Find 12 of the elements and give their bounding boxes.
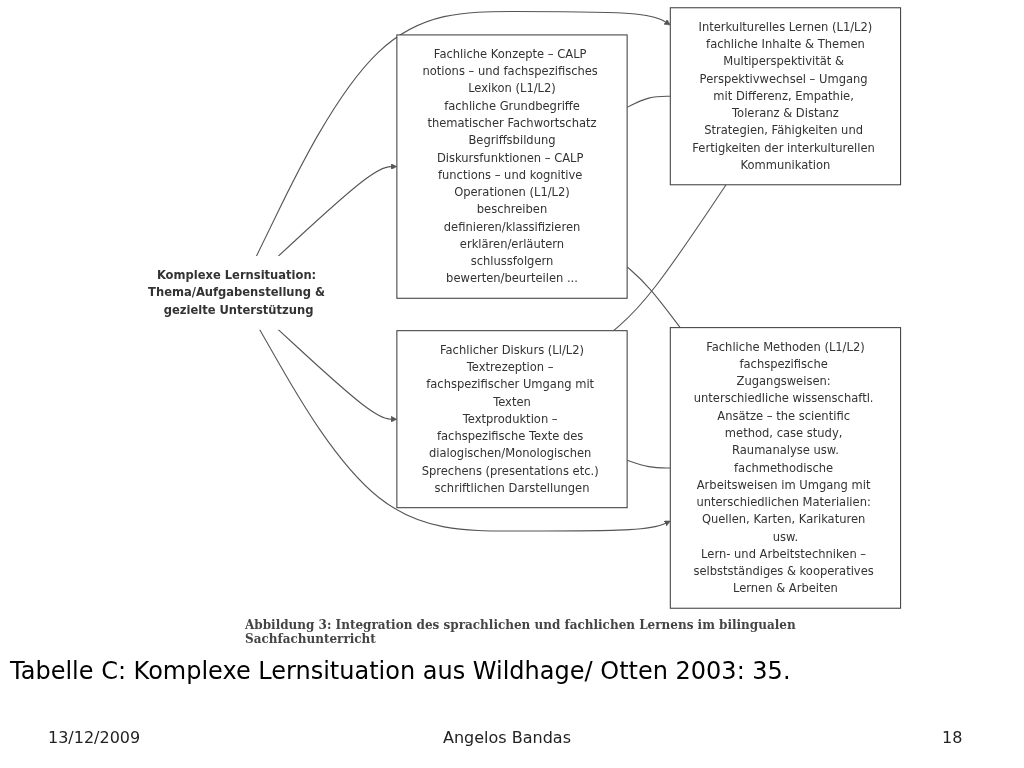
node-box: Fachlicher Diskurs (Ll/L2) Textrezeption – fachspezifischer Umgang mit Texten Textproduktion – fachspezifische Texte des dialogischen/Monologischen Sprechens (presentations etc.) schriftlichen Darstellungen [396, 330, 628, 509]
figure-caption: Abbildung 3: Integration des sprachlichen und fachlichen Lernens im bilingualen Sachfachunterricht [245, 618, 797, 646]
node-box: Fachliche Methoden (L1/L2) fachspezifische Zugangsweisen: unterschiedliche wissenschaftl. Ansätze – the scientific method, case study, Raumanalyse usw. fachmethodische Arbeitsweisen im Umgang mit unterschiedlichen Materialien: Quellen, Karten, Karikaturen usw. Lern- und Arbeitstechniken – selbstständiges & kooperatives Lernen & Arbeiten [669, 327, 902, 609]
date-label: 13/12/2009 [48, 728, 141, 747]
arrow [255, 11, 671, 257]
author-label: Angelos Bandas [443, 728, 571, 747]
node-box: Interkulturelles Lernen (L1/L2) fachliche Inhalte & Themen Multiperspektivität & Perspektivwechsel – Umgang mit Differenz, Empathie, Toleranz & Distanz Strategien, Fähigkeiten und Fertigkeiten der interkulturellen Kommunikation [669, 7, 902, 186]
node-box: Fachliche Konzepte – CALP notions – und fachspezifisches Lexikon (L1/L2) fachliche Grundbegriffe thematischer Fachwortschatz Begriffsbildung Diskursfunktionen – CALP functions – und kognitive Operationen (L1/L2) beschreiben definieren/klassifizieren erklären/erläutern schlussfolgern bewerten/beurteilen ... [396, 34, 628, 299]
node-text: Komplexe Lernsituation: Thema/Aufgabenstellung & gezielte Unterstützung [148, 268, 326, 317]
slide-title: Tabelle C: Komplexe Lernsituation aus Wildhage/ Otten 2003: 35. [10, 656, 792, 686]
connector [613, 184, 727, 332]
page-number: 18 [942, 728, 963, 747]
